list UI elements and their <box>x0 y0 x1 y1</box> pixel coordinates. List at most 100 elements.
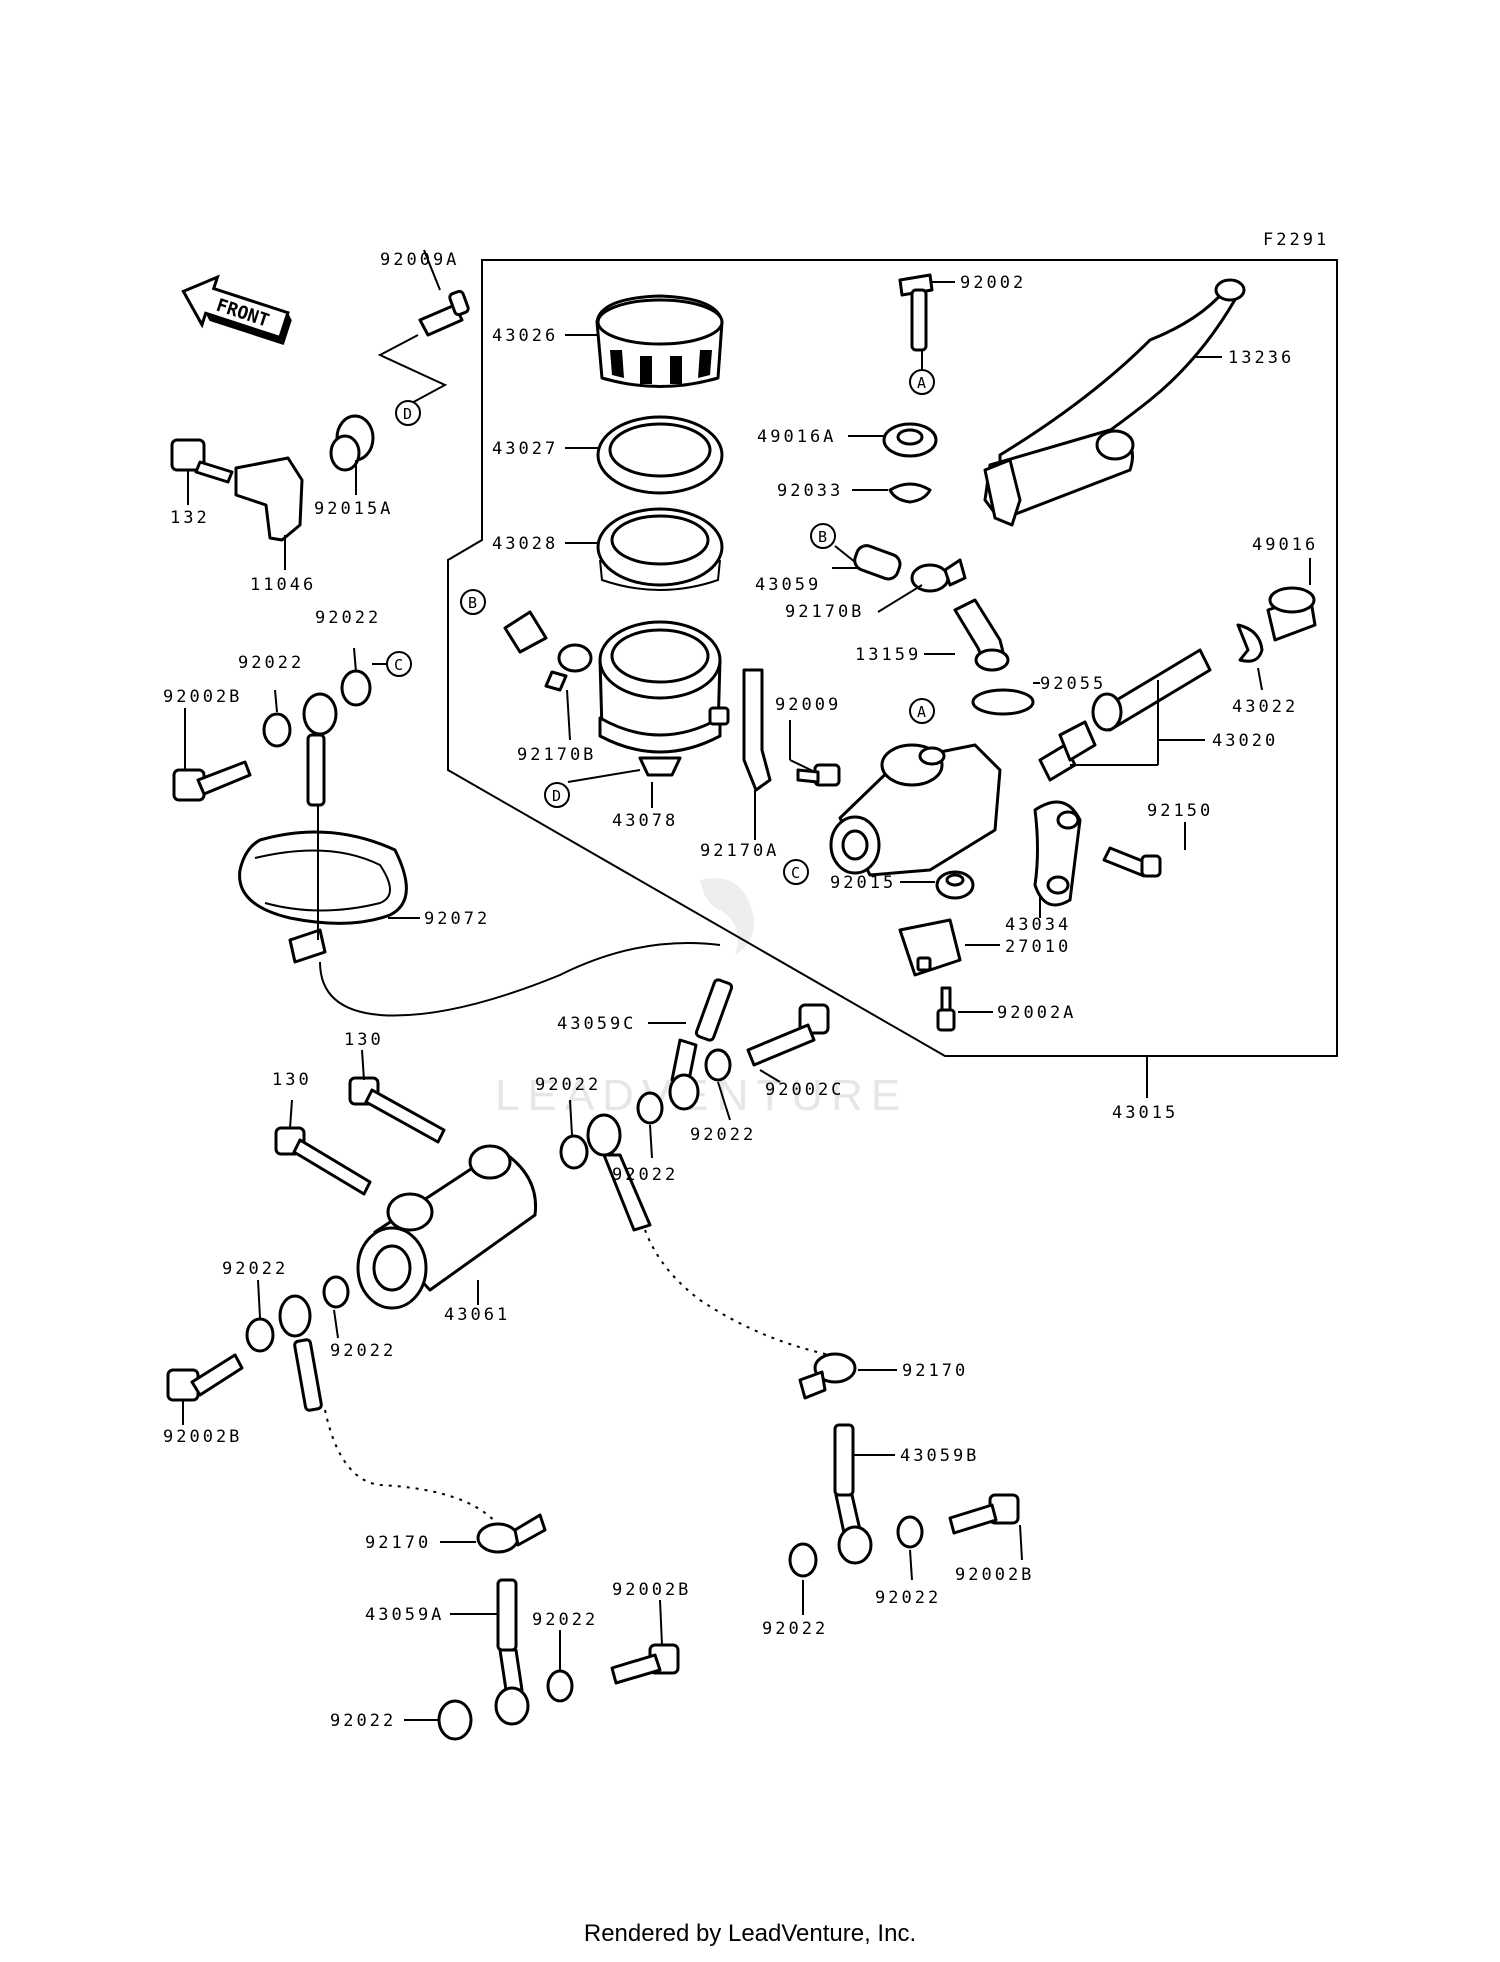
label-43026: 43026 <box>492 326 558 346</box>
piston-kit-43020 <box>1038 648 1212 782</box>
label-132: 132 <box>170 508 210 528</box>
ref-circle-a-body: A <box>909 698 935 724</box>
part-labels: 92009A 132 92015A 11046 92022 92022 9200… <box>163 250 1318 1731</box>
label-92002: 92002 <box>960 273 1026 293</box>
ref-circle-b-right: B <box>810 523 836 549</box>
label-43022: 43022 <box>1232 697 1298 717</box>
clamp-band-92072 <box>238 830 408 964</box>
elbow-fitting-13159 <box>953 598 1010 672</box>
ref-circle-d-reservoir: D <box>544 782 570 808</box>
label-92022-g: 92022 <box>690 1125 756 1145</box>
bolt-92002B-right <box>948 1493 1020 1535</box>
label-92022-e: 92022 <box>532 1610 598 1630</box>
screw-92009 <box>796 763 841 787</box>
svg-text:B: B <box>818 528 827 546</box>
label-92022-i: 92022 <box>612 1165 678 1185</box>
bracket-92170A <box>742 668 772 792</box>
label-43059A: 43059A <box>365 1605 444 1625</box>
label-92022-h: 92022 <box>535 1075 601 1095</box>
ref-circle-c-body: C <box>783 859 809 885</box>
lever-13236 <box>983 278 1246 527</box>
washer-92022-j <box>788 1542 818 1578</box>
label-92055: 92055 <box>1040 674 1106 694</box>
label-13159: 13159 <box>855 645 921 665</box>
label-92002A: 92002A <box>997 1003 1076 1023</box>
ref-circle-b-left: B <box>460 589 486 615</box>
svg-text:D: D <box>403 405 412 423</box>
assembly-outline <box>447 259 1338 1057</box>
label-92002B-c: 92002B <box>612 1580 691 1600</box>
boot-49016 <box>1266 586 1317 642</box>
banjo-fitting-upper <box>302 692 338 807</box>
label-130-a: 130 <box>344 1030 384 1050</box>
label-43034: 43034 <box>1005 915 1071 935</box>
master-cylinder-body <box>829 743 1002 877</box>
washer-92022-e <box>546 1669 574 1703</box>
washer-92022-i <box>559 1134 589 1170</box>
label-92033: 92033 <box>777 481 843 501</box>
slave-cylinder-43061 <box>356 1144 538 1310</box>
bolt-92002C <box>746 1003 830 1067</box>
circlip-43022 <box>1236 623 1264 663</box>
washer-92022-k <box>896 1515 924 1549</box>
washer-92022-d <box>245 1317 275 1353</box>
hose-clamp-92170-a <box>476 1513 547 1554</box>
hose-43059C <box>668 978 734 1111</box>
bleeder-cap-92015 <box>935 870 975 900</box>
ref-line-d <box>377 334 448 406</box>
hose-dash-right <box>644 1229 831 1356</box>
banjo-fitting-center <box>586 1113 652 1232</box>
label-92150: 92150 <box>1147 801 1213 821</box>
hose-line-b <box>319 942 721 1017</box>
figure-code: F2291 <box>1263 230 1329 250</box>
bolt-132 <box>170 438 234 484</box>
bolt-130-b <box>274 1126 372 1196</box>
label-43059: 43059 <box>755 575 821 595</box>
reservoir-43078 <box>598 620 730 777</box>
hose-clamp-92170B-left <box>503 610 593 692</box>
hose-clamp-92170B-right <box>910 558 967 593</box>
diaphragm-43028 <box>596 507 724 591</box>
svg-text:C: C <box>791 864 800 882</box>
hose-43059A <box>494 1578 530 1726</box>
label-11046: 11046 <box>250 575 316 595</box>
label-92022-k: 92022 <box>875 1588 941 1608</box>
label-49016A: 49016A <box>757 427 836 447</box>
label-27010: 27010 <box>1005 937 1071 957</box>
bolt-130-a <box>348 1076 446 1144</box>
label-92002B-b: 92002B <box>163 1427 242 1447</box>
washer-92022-h <box>636 1091 664 1125</box>
label-92022-b: 92022 <box>238 653 304 673</box>
circlip-92033 <box>888 482 932 504</box>
svg-text:D: D <box>552 787 561 805</box>
bolt-92009A <box>418 289 470 337</box>
label-92170B-b: 92170B <box>785 602 864 622</box>
label-43078: 43078 <box>612 811 678 831</box>
washer-92022-f <box>437 1699 473 1741</box>
bolt-92002B-bottom <box>610 1643 680 1685</box>
washer-92022-g <box>704 1048 732 1082</box>
washer-92022-b <box>340 669 372 707</box>
label-92170-a: 92170 <box>365 1533 431 1553</box>
label-92002C: 92002C <box>765 1080 844 1100</box>
label-49016: 49016 <box>1252 535 1318 555</box>
label-92170A: 92170A <box>700 841 779 861</box>
hose-dash-left <box>324 1409 506 1536</box>
hose-43059-short <box>853 544 902 581</box>
label-92015: 92015 <box>830 873 896 893</box>
label-92015A: 92015A <box>314 499 393 519</box>
screw-92002A <box>936 986 956 1032</box>
label-92022-a: 92022 <box>315 608 381 628</box>
hose-clamp-92170-b <box>798 1352 857 1400</box>
switch-27010 <box>898 918 962 977</box>
svg-text:B: B <box>468 594 477 612</box>
clamp-43034 <box>1033 800 1082 907</box>
label-43027: 43027 <box>492 439 558 459</box>
clamp-bolt-92150 <box>1102 846 1162 878</box>
svg-text:A: A <box>917 374 926 392</box>
label-130-b: 130 <box>272 1070 312 1090</box>
label-43020: 43020 <box>1212 731 1278 751</box>
bolt-92002B-upper <box>172 760 252 802</box>
collar-92015A <box>329 414 375 472</box>
